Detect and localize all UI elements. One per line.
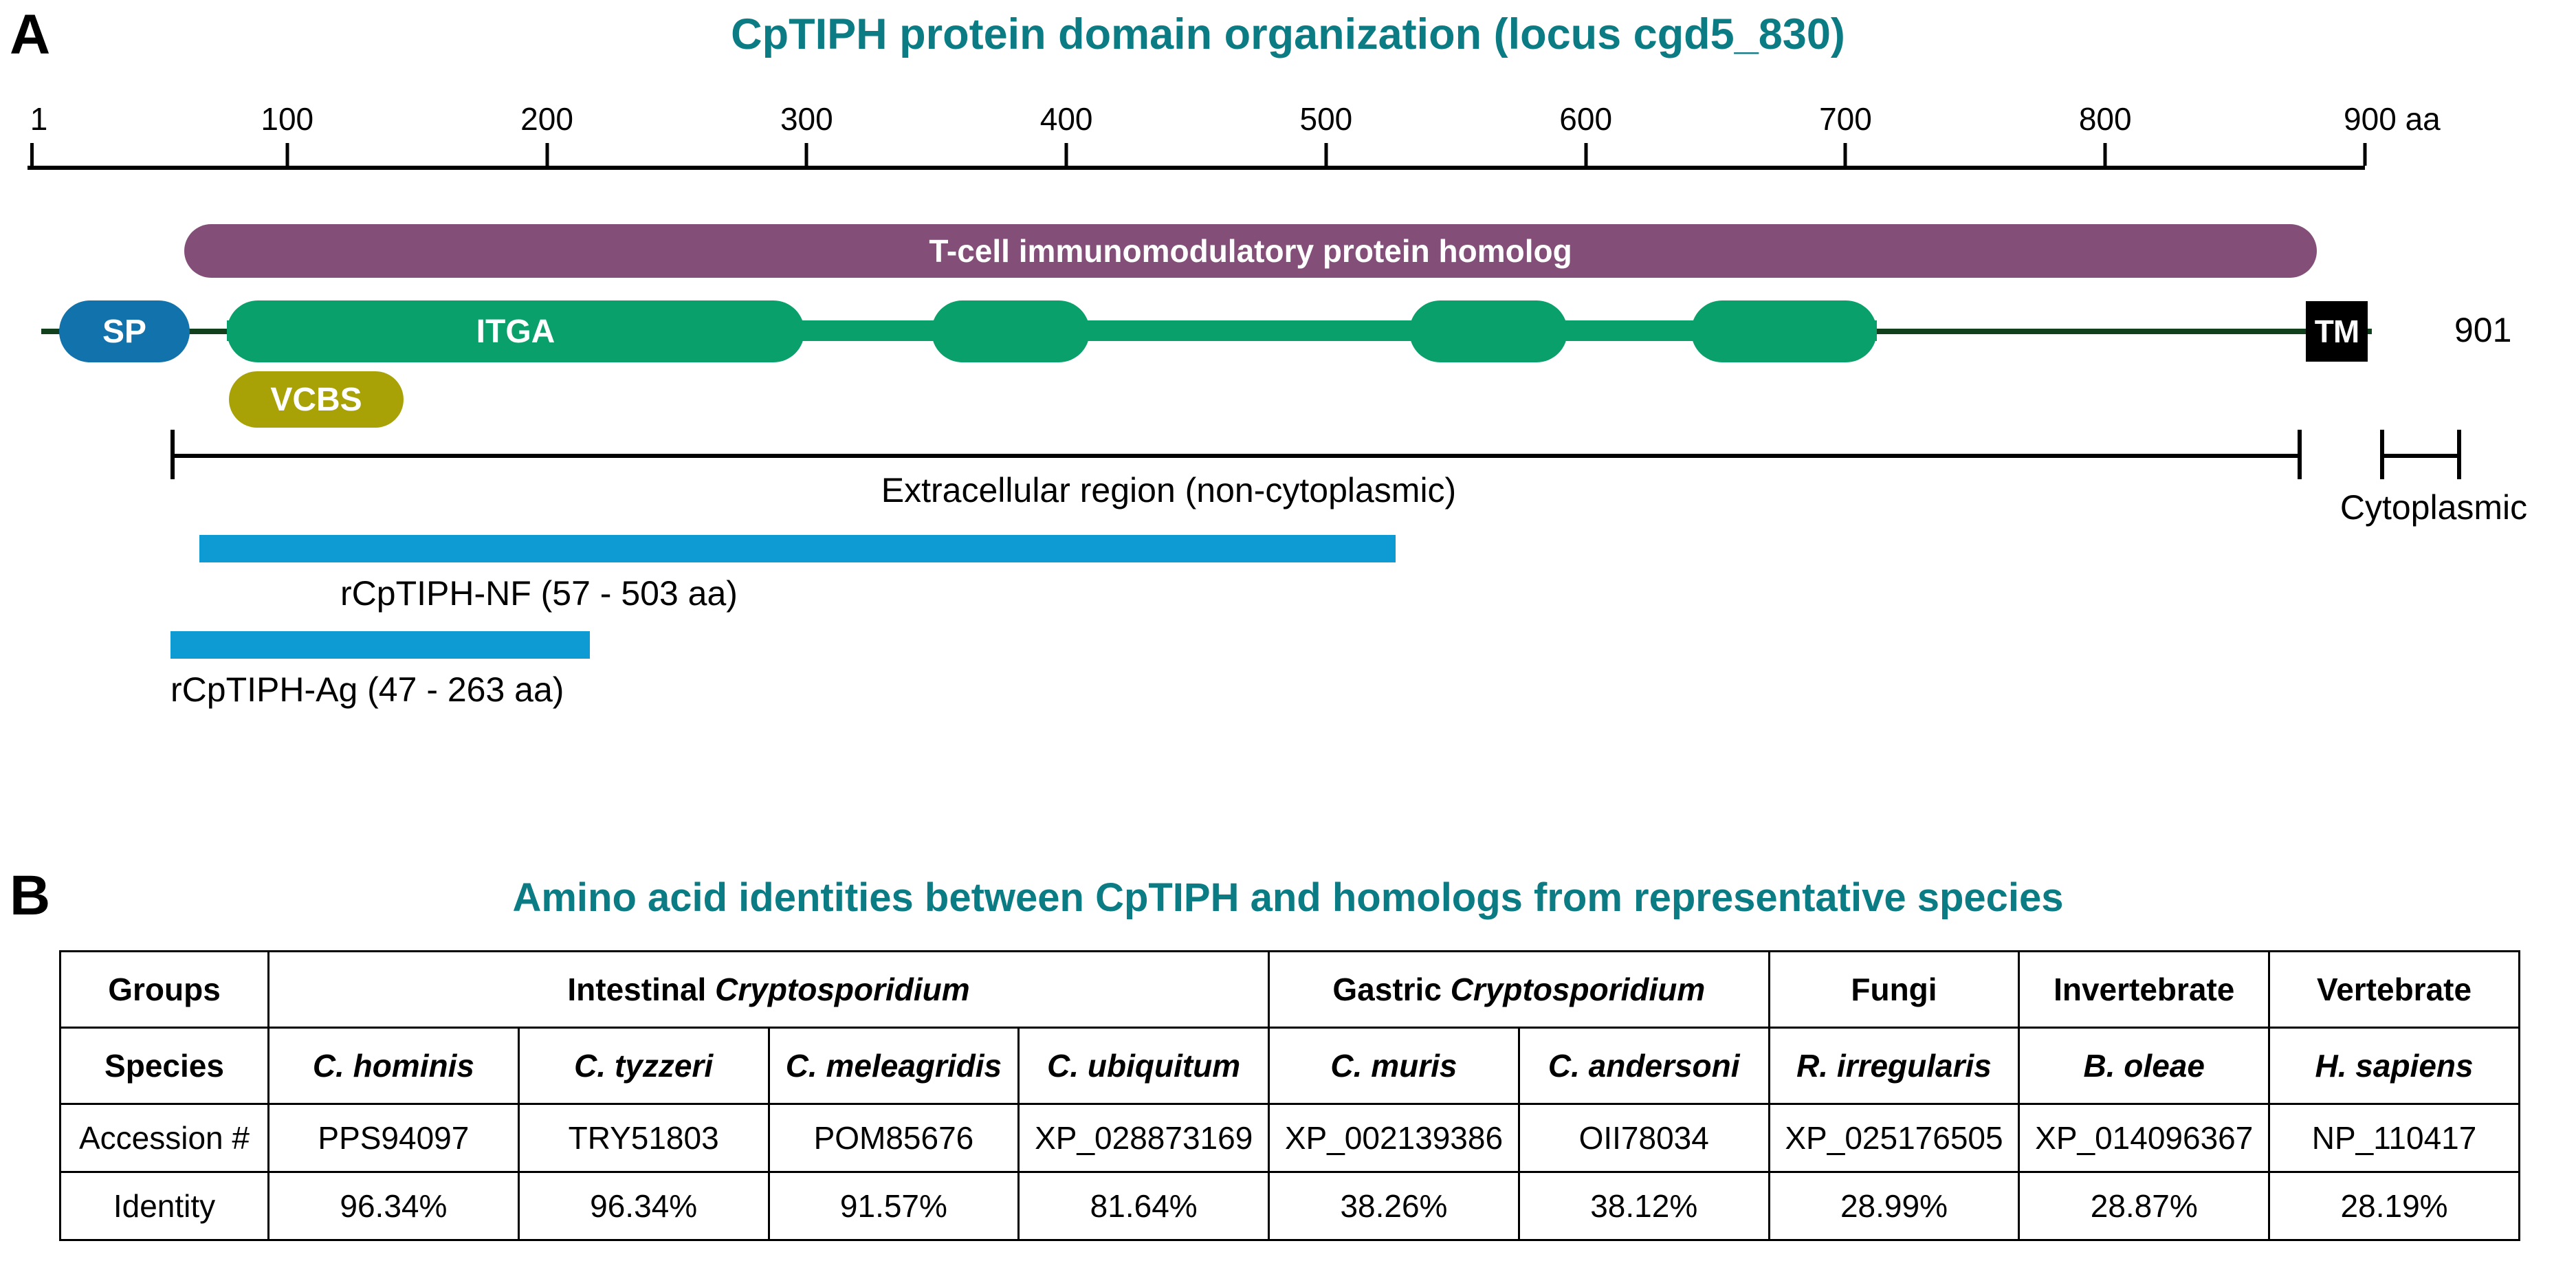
itga-domain-3 xyxy=(1409,300,1567,362)
ruler-tick-label-400: 400 xyxy=(1039,101,1093,137)
species-cell-0: C. hominis xyxy=(267,1027,520,1105)
identity-cell-5: 38.12% xyxy=(1517,1171,1770,1241)
identity-cell-3: 81.64% xyxy=(1017,1171,1270,1241)
accession-cell-2: POM85676 xyxy=(767,1103,1020,1173)
cytoplasmic-region-label: Cytoplasmic xyxy=(2340,488,2528,527)
domain-diagram: T-cell immunomodulatory protein homolog … xyxy=(41,224,2528,709)
construct-bar-rcptiph-ag xyxy=(170,631,590,659)
ruler-tick-label-600: 600 xyxy=(1559,101,1613,137)
vcbs-domain: VCBS xyxy=(229,371,404,428)
accession-cell-4: XP_002139386 xyxy=(1268,1103,1520,1173)
extracellular-bracket-right-tick xyxy=(2298,430,2302,479)
itga-domain-4 xyxy=(1691,300,1877,362)
ruler-tick-mark-300 xyxy=(804,143,808,166)
species-cell-3: C. ubiquitum xyxy=(1017,1027,1270,1105)
table-header-species: Species xyxy=(59,1027,269,1105)
identity-cell-4: 38.26% xyxy=(1268,1171,1520,1241)
ruler-axis-line xyxy=(27,166,2365,170)
extracellular-region-label: Extracellular region (non-cytoplasmic) xyxy=(881,471,1457,509)
species-cell-7: B. oleae xyxy=(2018,1027,2271,1105)
ruler-tick-label-800: 800 xyxy=(2078,101,2132,137)
table-header-accession: Accession # xyxy=(59,1103,269,1173)
group-header-2: Fungi xyxy=(1768,950,2021,1029)
ruler-tick-mark-800 xyxy=(2103,143,2107,166)
ruler-tick-label-900: 900 aa xyxy=(2344,101,2441,137)
group-header-1: Gastric Cryptosporidium xyxy=(1268,950,1770,1029)
accession-cell-6: XP_025176505 xyxy=(1768,1103,2021,1173)
identity-cell-6: 28.99% xyxy=(1768,1171,2021,1241)
ruler-tick-mark-1 xyxy=(30,143,34,166)
group-header-4: Vertebrate xyxy=(2268,950,2520,1029)
species-cell-8: H. sapiens xyxy=(2268,1027,2520,1105)
ruler-tick-mark-700 xyxy=(1843,143,1847,166)
panel-a-title: CpTIPH protein domain organization (locu… xyxy=(731,10,1845,58)
species-cell-6: R. irregularis xyxy=(1768,1027,2021,1105)
ruler-tick-label-700: 700 xyxy=(1819,101,1872,137)
panel-a-letter: A xyxy=(10,3,51,66)
extracellular-bracket-line xyxy=(170,454,2302,458)
construct-label-rcptiph-nf: rCpTIPH-NF (57 - 503 aa) xyxy=(340,574,738,613)
tip-homolog-region: T-cell immunomodulatory protein homolog xyxy=(184,224,2317,278)
accession-cell-1: TRY51803 xyxy=(517,1103,770,1173)
c-terminus-position: 901 xyxy=(2454,311,2512,349)
itga-domain-2 xyxy=(932,300,1090,362)
accession-cell-7: XP_014096367 xyxy=(2018,1103,2271,1173)
ruler-tick-label-200: 200 xyxy=(520,101,573,137)
transmembrane-label: TM xyxy=(2314,314,2359,349)
identity-cell-8: 28.19% xyxy=(2268,1171,2520,1241)
itga-label: ITGA xyxy=(476,313,555,350)
ruler-tick-label-300: 300 xyxy=(780,101,833,137)
ruler-tick-mark-600 xyxy=(1584,143,1588,166)
species-cell-1: C. tyzzeri xyxy=(517,1027,770,1105)
table-header-identity: Identity xyxy=(59,1171,269,1241)
cytoplasmic-bracket-line xyxy=(2380,454,2461,458)
ruler-tick-mark-400 xyxy=(1064,143,1068,166)
ruler-tick-mark-500 xyxy=(1324,143,1328,166)
tip-homolog-label: T-cell immunomodulatory protein homolog xyxy=(929,233,1572,269)
construct-label-rcptiph-ag: rCpTIPH-Ag (47 - 263 aa) xyxy=(170,670,564,709)
accession-cell-8: NP_110417 xyxy=(2268,1103,2520,1173)
identity-cell-1: 96.34% xyxy=(517,1171,770,1241)
ruler-tick-mark-100 xyxy=(285,143,289,166)
amino-acid-ruler: 1 100 200 300 400 500 600 700 800 900 aa xyxy=(0,103,2576,172)
cytoplasmic-bracket-right-tick xyxy=(2457,430,2461,479)
transmembrane-domain: TM xyxy=(2306,301,2368,362)
group-header-0: Intestinal Cryptosporidium xyxy=(267,950,1270,1029)
vcbs-label: VCBS xyxy=(270,381,362,418)
species-cell-2: C. meleagridis xyxy=(767,1027,1020,1105)
ruler-tick-label-500: 500 xyxy=(1299,101,1353,137)
table-header-groups: Groups xyxy=(59,950,269,1029)
group-header-3: Invertebrate xyxy=(2018,950,2271,1029)
accession-cell-0: PPS94097 xyxy=(267,1103,520,1173)
ruler-tick-label-1: 1 xyxy=(30,101,48,137)
identity-cell-2: 91.57% xyxy=(767,1171,1020,1241)
construct-bar-rcptiph-nf xyxy=(199,535,1396,562)
signal-peptide-domain: SP xyxy=(59,300,190,362)
species-cell-4: C. muris xyxy=(1268,1027,1520,1105)
identity-cell-0: 96.34% xyxy=(267,1171,520,1241)
extracellular-bracket-left-tick xyxy=(170,430,175,479)
accession-cell-5: OII78034 xyxy=(1517,1103,1770,1173)
itga-domain-1: ITGA xyxy=(227,300,804,362)
identity-cell-7: 28.87% xyxy=(2018,1171,2271,1241)
ruler-tick-mark-200 xyxy=(545,143,549,166)
ruler-tick-label-100: 100 xyxy=(261,101,314,137)
ruler-tick-mark-900 xyxy=(2363,143,2367,166)
species-cell-5: C. andersoni xyxy=(1517,1027,1770,1105)
signal-peptide-label: SP xyxy=(102,313,147,350)
cytoplasmic-bracket-left-tick xyxy=(2380,430,2384,479)
panel-b-title: Amino acid identities between CpTIPH and… xyxy=(512,875,2064,920)
accession-cell-3: XP_028873169 xyxy=(1017,1103,1270,1173)
panel-b-letter: B xyxy=(10,864,51,927)
